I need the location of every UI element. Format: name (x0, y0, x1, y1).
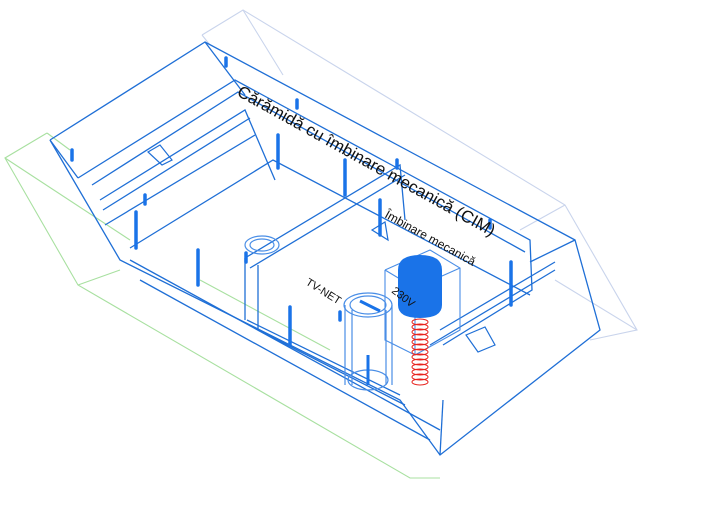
brick-walls (49, 41, 601, 456)
wedge-brackets (146, 144, 496, 353)
red-spring (411, 318, 429, 386)
excavation-outline (4, 132, 440, 479)
pipe-tv-net (244, 235, 280, 255)
blue-tank (398, 255, 442, 318)
outer-shell (201, 9, 638, 341)
posts (70, 56, 513, 347)
pipe-230v (343, 292, 393, 391)
label-tv-net: TV-NET (303, 276, 343, 307)
